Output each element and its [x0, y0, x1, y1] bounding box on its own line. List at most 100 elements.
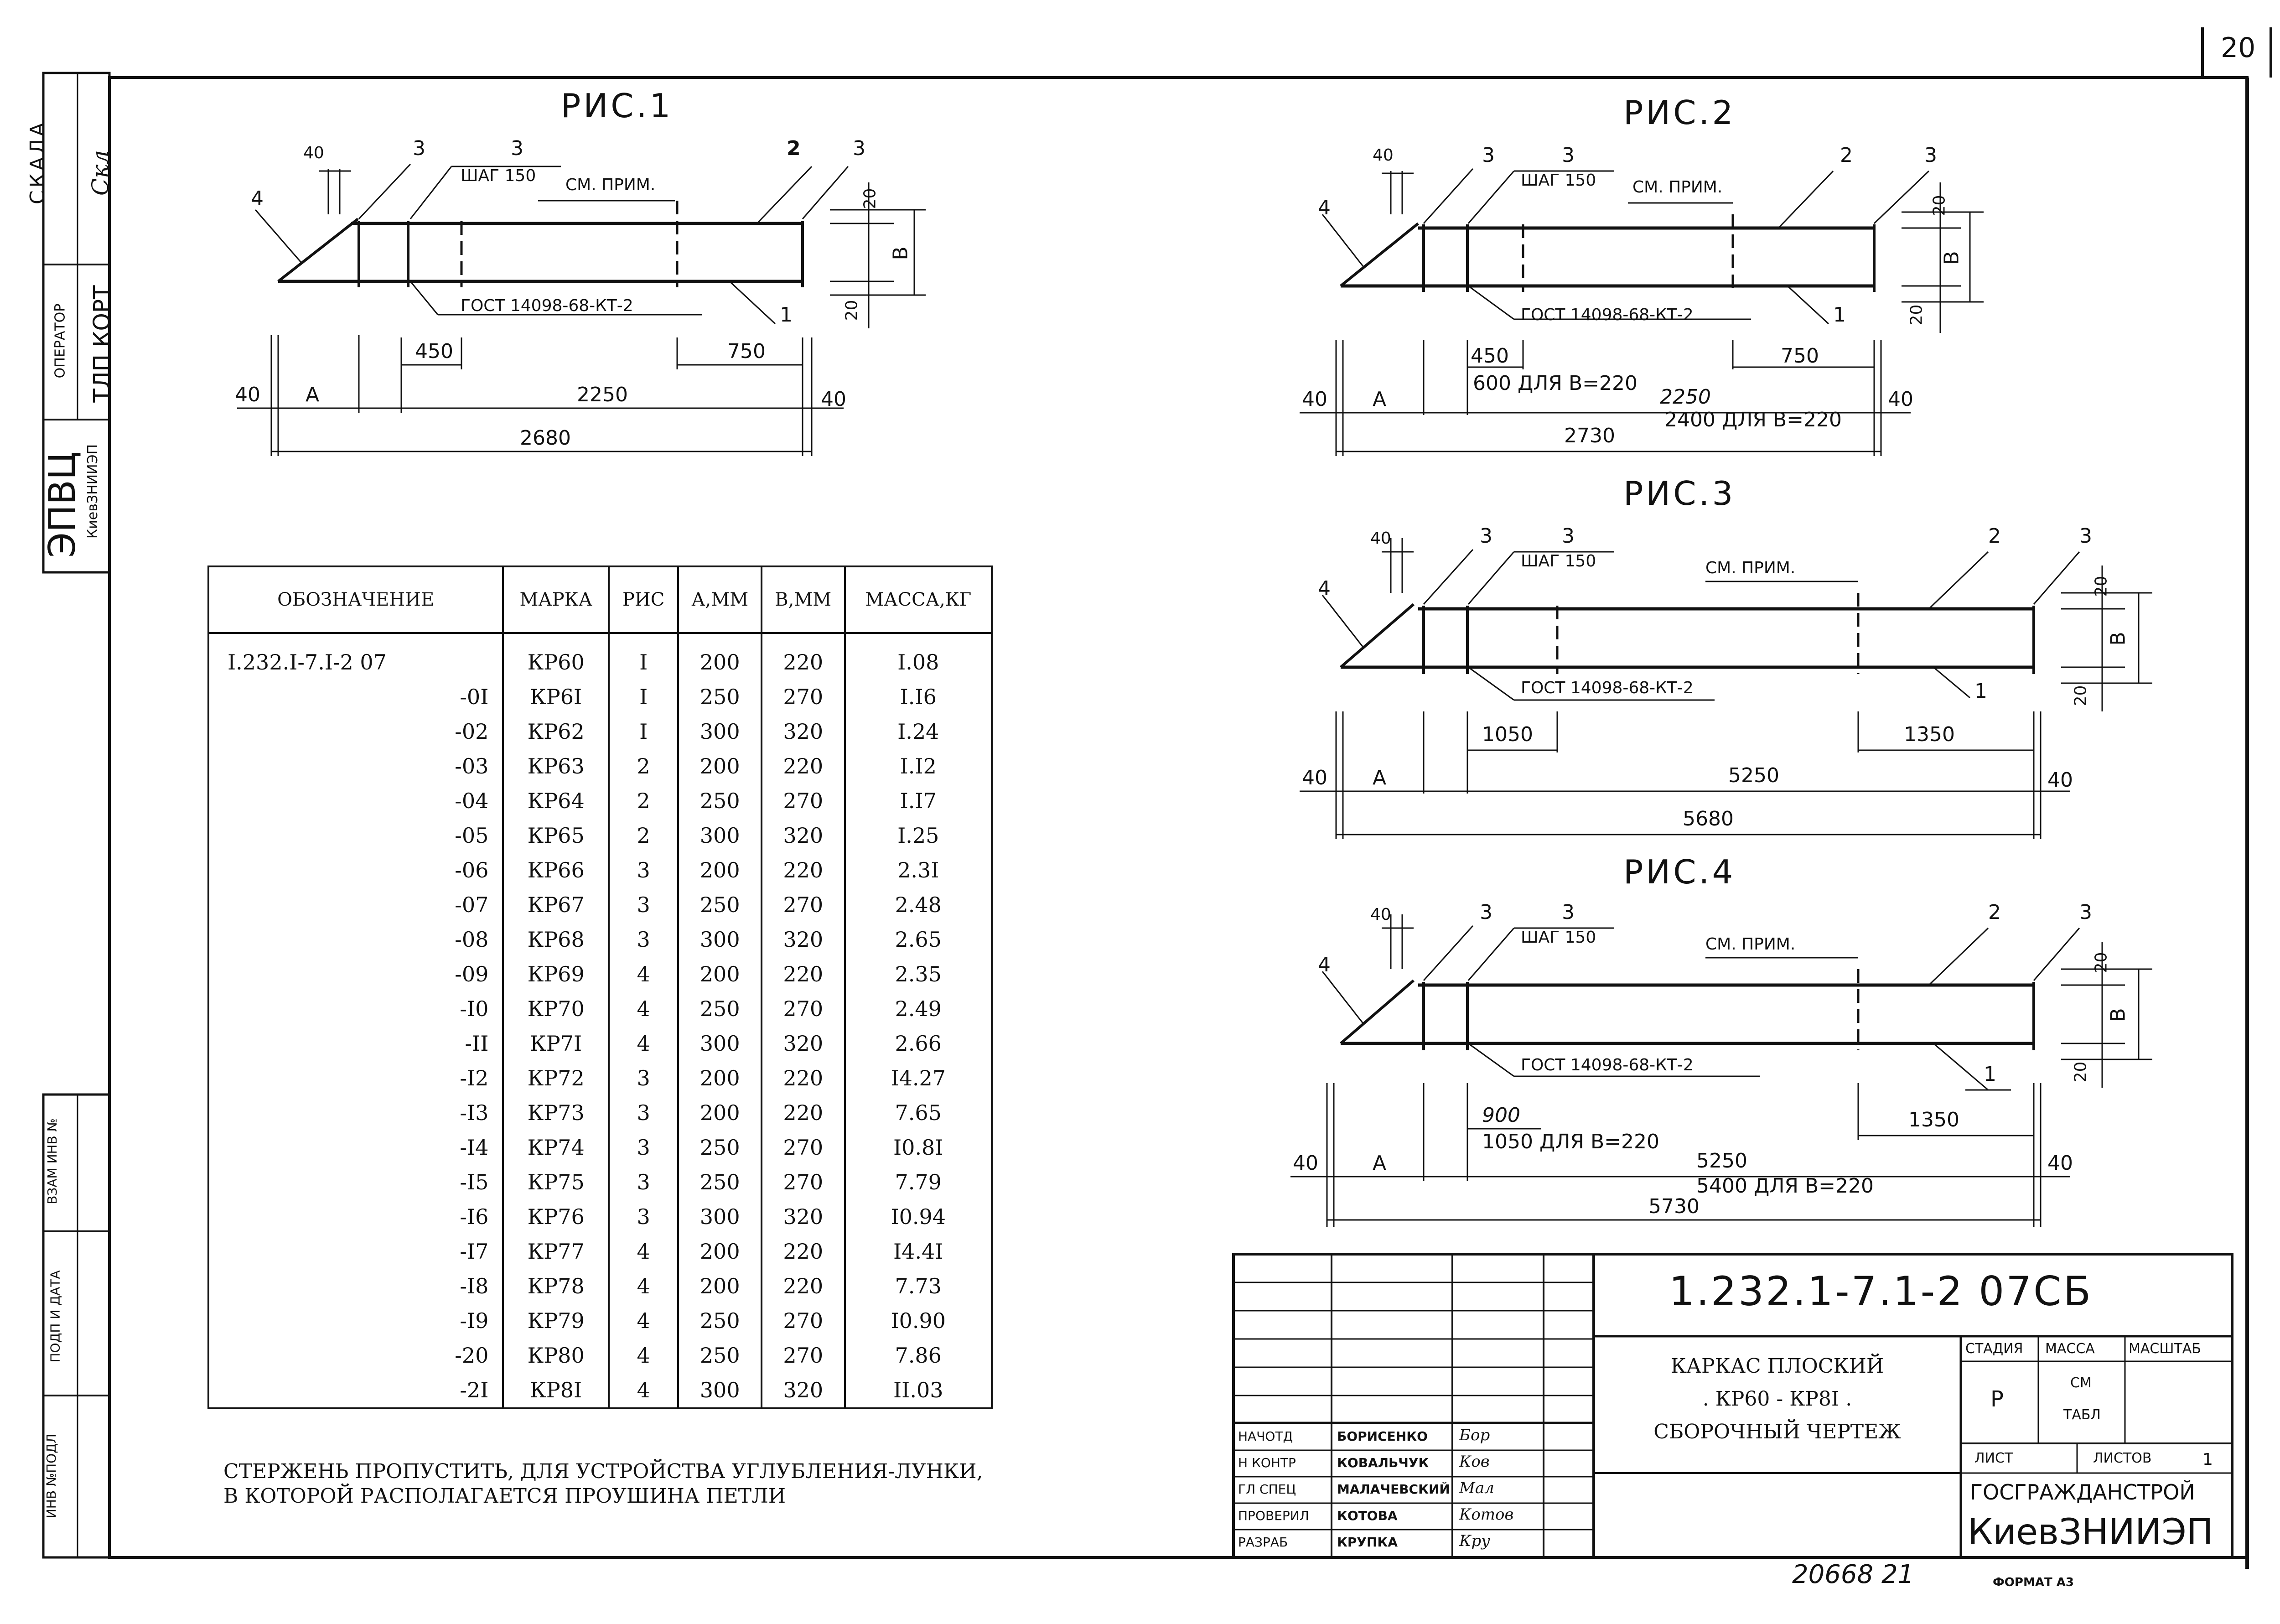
cell-fig: 4 [607, 991, 679, 1026]
org-gosgrazhdanstroy: ГОСГРАЖДАНСТРОЙ [1970, 1480, 2195, 1505]
fig1-dim-40c: 40 [821, 388, 846, 411]
cell-a: 300 [677, 1026, 762, 1061]
cell-mark: КР69 [502, 957, 610, 991]
cell-mass: 2.3I [844, 853, 993, 887]
side-org-sub: КиевЗНИИЭП [85, 444, 101, 539]
fig2-step: ШАГ 150 [1521, 171, 1596, 190]
cell-mark: КР79 [502, 1303, 610, 1338]
fig1-dim-450: 450 [415, 340, 453, 363]
cell-b: 220 [760, 853, 846, 887]
fig2-gost: ГОСТ 14098-68-КТ-2 [1521, 306, 1694, 324]
cell-mark: КР73 [502, 1095, 610, 1130]
fig2-dim-2730: 2730 [1564, 424, 1615, 447]
fig1-dim-20a: 20 [860, 188, 880, 209]
cell-b: 220 [760, 633, 846, 680]
cell-mark: КР78 [502, 1269, 610, 1303]
cell-mark: КР80 [502, 1338, 610, 1373]
cell-fig: 3 [607, 887, 679, 922]
cell-b: 270 [760, 991, 846, 1026]
fig4-pos-3a: 3 [1480, 901, 1492, 924]
cell-mark: КР70 [502, 991, 610, 1026]
cell-mass: I4.27 [844, 1061, 993, 1095]
bottom-code: 20668 21 [1792, 1560, 1914, 1589]
cell-mark: КР64 [502, 783, 610, 818]
note-line-2: В КОТОРОЙ РАСПОЛАГАЕТСЯ ПРОУШИНА ПЕТЛИ [223, 1484, 786, 1508]
fig2-dim-b: В [1940, 251, 1964, 265]
cell-mark: КР68 [502, 922, 610, 957]
signature-name: КРУПКА [1337, 1535, 1398, 1550]
cell-designation: -08 [207, 922, 504, 957]
fig2-dim-40b: 40 [1302, 388, 1327, 411]
cell-b: 270 [760, 1303, 846, 1338]
stage-label: СТАДИЯ [1965, 1341, 2023, 1357]
fig2-dim-40a: 40 [1373, 146, 1394, 165]
cell-b: 320 [760, 1373, 846, 1409]
cell-fig: 4 [607, 1269, 679, 1303]
fig3-see-note: СМ. ПРИМ. [1705, 559, 1796, 577]
cell-a: 250 [677, 887, 762, 922]
cell-b: 320 [760, 1199, 846, 1234]
cell-mark: КР77 [502, 1234, 610, 1269]
signature-role: РАЗРАБ [1238, 1535, 1288, 1550]
fig4-dim-40b: 40 [1293, 1152, 1318, 1175]
fig2-pos-3a: 3 [1482, 144, 1495, 167]
cell-designation: -07 [207, 887, 504, 922]
signature-mark: Кру [1459, 1532, 1490, 1550]
fig3-dim-1350: 1350 [1904, 723, 1955, 746]
cell-fig: 2 [607, 783, 679, 818]
cell-mass: I.I7 [844, 783, 993, 818]
fig2-dim-600: 600 ДЛЯ В=220 [1473, 372, 1638, 395]
cell-designation: -20 [207, 1338, 504, 1373]
cell-mass: I.25 [844, 818, 993, 853]
mass-label: МАССА [2045, 1341, 2095, 1357]
signature-name: МАЛАЧЕВСКИЙ [1337, 1482, 1450, 1497]
fig4-dim-40c: 40 [2047, 1152, 2073, 1175]
fig3-dim-40a: 40 [1370, 529, 1391, 548]
signature-mark: Ков [1459, 1453, 1490, 1471]
side-podp-label: ПОДП И ДАТА [47, 1270, 63, 1363]
col-mark: МАРКА [502, 566, 610, 634]
title-block-grid [1232, 1253, 2233, 1559]
sheets-value: 1 [2202, 1450, 2213, 1469]
fig4-see-note: СМ. ПРИМ. [1705, 935, 1796, 954]
cell-mark: КР76 [502, 1199, 610, 1234]
cell-a: 250 [677, 783, 762, 818]
cell-fig: 4 [607, 1373, 679, 1409]
cell-mass: I0.94 [844, 1199, 993, 1234]
fig2-pos-3c: 3 [1924, 144, 1937, 167]
fig1-pos-3c: 3 [853, 137, 865, 160]
doc-name: КАРКАС ПЛОСКИЙ . КР60 - КР8I . СБОРОЧНЫЙ… [1594, 1350, 1961, 1448]
cell-mark: КР72 [502, 1061, 610, 1095]
side-scale-label: СКАЛА [26, 119, 50, 205]
note-text: СТЕРЖЕНЬ ПРОПУСТИТЬ, ДЛЯ УСТРОЙСТВА УГЛУ… [223, 1459, 983, 1509]
cell-fig: I [607, 633, 679, 680]
col-fig: РИС [607, 566, 679, 634]
fig4-pos-2: 2 [1988, 901, 2001, 924]
cell-b: 220 [760, 1269, 846, 1303]
fig2-pos-4: 4 [1318, 196, 1331, 219]
cell-a: 250 [677, 1130, 762, 1165]
cell-b: 320 [760, 1026, 846, 1061]
fig4-pos-3c: 3 [2079, 901, 2092, 924]
fig2-dim-40c: 40 [1888, 388, 1913, 411]
cell-a: 200 [677, 957, 762, 991]
fig1-dim-40a: 40 [303, 144, 324, 162]
cell-a: 200 [677, 1061, 762, 1095]
fig3-dim-20b: 20 [2071, 685, 2090, 706]
cell-a: 300 [677, 922, 762, 957]
fig4-dim-900: 900 [1482, 1104, 1520, 1127]
cell-a: 200 [677, 853, 762, 887]
signature-role: ПРОВЕРИЛ [1238, 1508, 1309, 1523]
cell-designation: -I4 [207, 1130, 504, 1165]
cell-b: 220 [760, 749, 846, 783]
cell-mark: КР62 [502, 714, 610, 749]
